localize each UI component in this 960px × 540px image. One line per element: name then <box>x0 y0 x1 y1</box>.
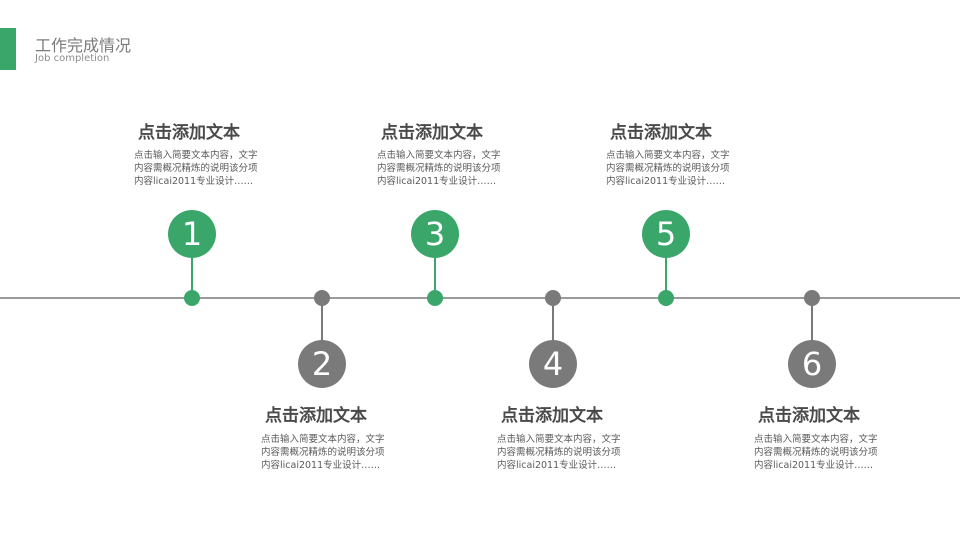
timeline-dot-6 <box>804 290 820 306</box>
step-title-5[interactable]: 点击添加文本 <box>610 123 712 143</box>
step-number-badge-3: 3 <box>411 210 459 258</box>
step-desc-6[interactable]: 点击输入简要文本内容，文字内容需概况精炼的说明该分项内容licai2011专业设… <box>754 434 878 471</box>
step-number-badge-2: 2 <box>298 340 346 388</box>
step-title-2[interactable]: 点击添加文本 <box>265 406 367 426</box>
step-desc-4[interactable]: 点击输入简要文本内容，文字内容需概况精炼的说明该分项内容licai2011专业设… <box>497 434 621 471</box>
page-subtitle: Job completion <box>35 53 110 64</box>
timeline-dot-5 <box>658 290 674 306</box>
step-desc-5[interactable]: 点击输入简要文本内容，文字内容需概况精炼的说明该分项内容licai2011专业设… <box>606 150 730 187</box>
step-desc-1[interactable]: 点击输入简要文本内容，文字内容需概况精炼的说明该分项内容licai2011专业设… <box>134 150 258 187</box>
timeline-dot-4 <box>545 290 561 306</box>
timeline-line <box>0 297 960 299</box>
step-desc-3[interactable]: 点击输入简要文本内容，文字内容需概况精炼的说明该分项内容licai2011专业设… <box>377 150 501 187</box>
timeline-stem-3 <box>434 235 436 298</box>
timeline-stem-6 <box>811 298 813 364</box>
step-title-4[interactable]: 点击添加文本 <box>501 406 603 426</box>
timeline-stem-4 <box>552 298 554 364</box>
step-desc-2[interactable]: 点击输入简要文本内容，文字内容需概况精炼的说明该分项内容licai2011专业设… <box>261 434 385 471</box>
timeline-stem-5 <box>665 235 667 298</box>
step-title-6[interactable]: 点击添加文本 <box>758 406 860 426</box>
step-number-badge-4: 4 <box>529 340 577 388</box>
timeline-stem-1 <box>191 235 193 298</box>
timeline-stem-2 <box>321 298 323 364</box>
step-number-badge-6: 6 <box>788 340 836 388</box>
step-title-3[interactable]: 点击添加文本 <box>381 123 483 143</box>
page-title: 工作完成情况 <box>35 36 132 55</box>
step-number-badge-1: 1 <box>168 210 216 258</box>
step-number-badge-5: 5 <box>642 210 690 258</box>
timeline-dot-1 <box>184 290 200 306</box>
step-title-1[interactable]: 点击添加文本 <box>138 123 240 143</box>
header-accent-bar <box>0 28 16 70</box>
timeline-dot-2 <box>314 290 330 306</box>
timeline-dot-3 <box>427 290 443 306</box>
